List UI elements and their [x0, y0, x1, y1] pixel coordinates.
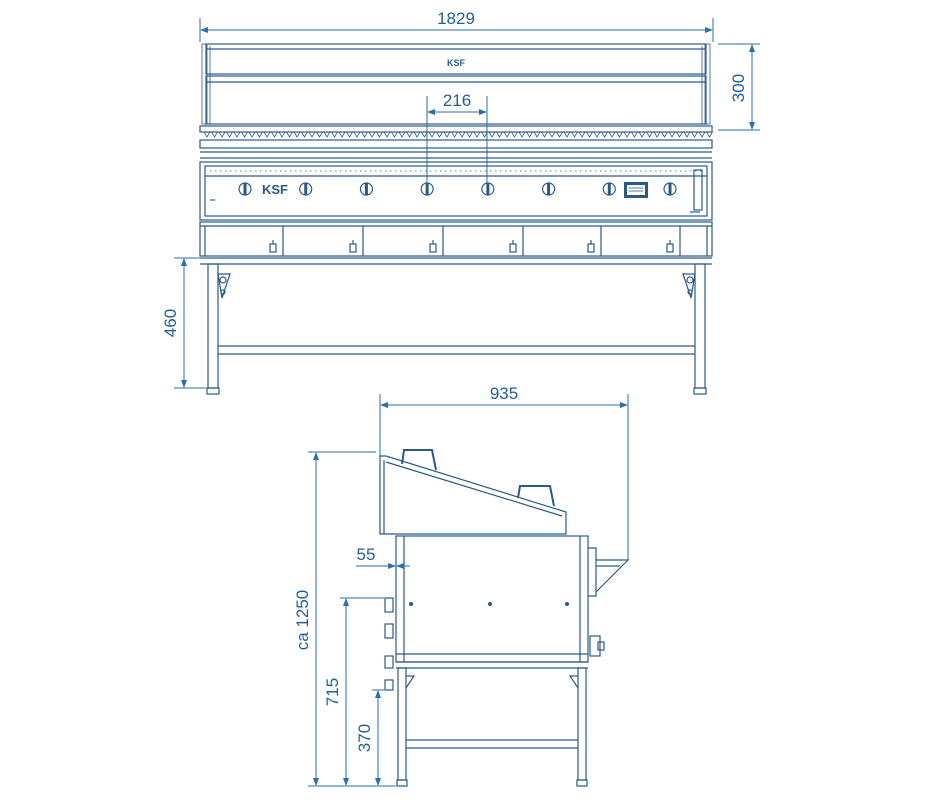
dimension-front-overhang-label: 55: [357, 545, 376, 564]
burner-knob: [299, 182, 313, 196]
dimension-total-height: ca 1250: [293, 451, 396, 787]
logo-top: KSF: [447, 58, 466, 68]
dimension-shelf-height-label: 370: [355, 724, 374, 752]
burner-knob: [663, 182, 677, 196]
dimension-leg-height: 460: [161, 257, 206, 389]
burner-knob: [359, 182, 374, 196]
side-stand: [396, 661, 588, 787]
drawer-handle: [429, 240, 437, 253]
stand-frame: [200, 257, 712, 395]
grill-grate: [199, 125, 713, 159]
dimension-leg-height-label: 460: [161, 309, 180, 337]
dimension-depth: 935: [379, 384, 629, 560]
dimension-depth-label: 935: [490, 384, 518, 403]
drawer-handle: [666, 240, 674, 253]
burner-knob: [541, 182, 556, 196]
side-hood: [379, 449, 567, 535]
drawer-handle: [509, 240, 517, 253]
logo-panel: KSF: [262, 182, 288, 197]
dimension-width: 1829: [199, 9, 714, 42]
dimension-upper-height-label: 300: [729, 74, 748, 102]
control-panel: KSF: [199, 161, 713, 221]
burner-knob: [481, 182, 495, 196]
dimension-grate-spacing-label: 216: [443, 91, 471, 110]
front-view: 1829 KSF 216: [161, 9, 760, 395]
dimension-work-height-label: 715: [323, 678, 342, 706]
dimension-total-height-label: ca 1250: [293, 590, 312, 651]
side-body: [384, 535, 630, 691]
dimension-work-height: 715: [323, 597, 384, 786]
upper-splash-guard: KSF: [201, 43, 711, 125]
burner-knob: [420, 182, 434, 196]
dimension-grate-spacing: 216: [426, 91, 488, 190]
burner-knob: [602, 182, 616, 196]
burner-knob: [238, 182, 252, 196]
drawer-handle: [349, 240, 357, 253]
side-view: 935: [293, 384, 630, 787]
dimension-width-label: 1829: [437, 9, 475, 28]
drawer-handle: [269, 240, 277, 253]
drawer-row: [199, 221, 713, 257]
dimension-front-overhang: 55: [356, 545, 410, 569]
drawer-handle: [587, 240, 595, 253]
dimension-upper-height: 300: [718, 43, 760, 131]
dimension-shelf-height: 370: [355, 689, 384, 786]
